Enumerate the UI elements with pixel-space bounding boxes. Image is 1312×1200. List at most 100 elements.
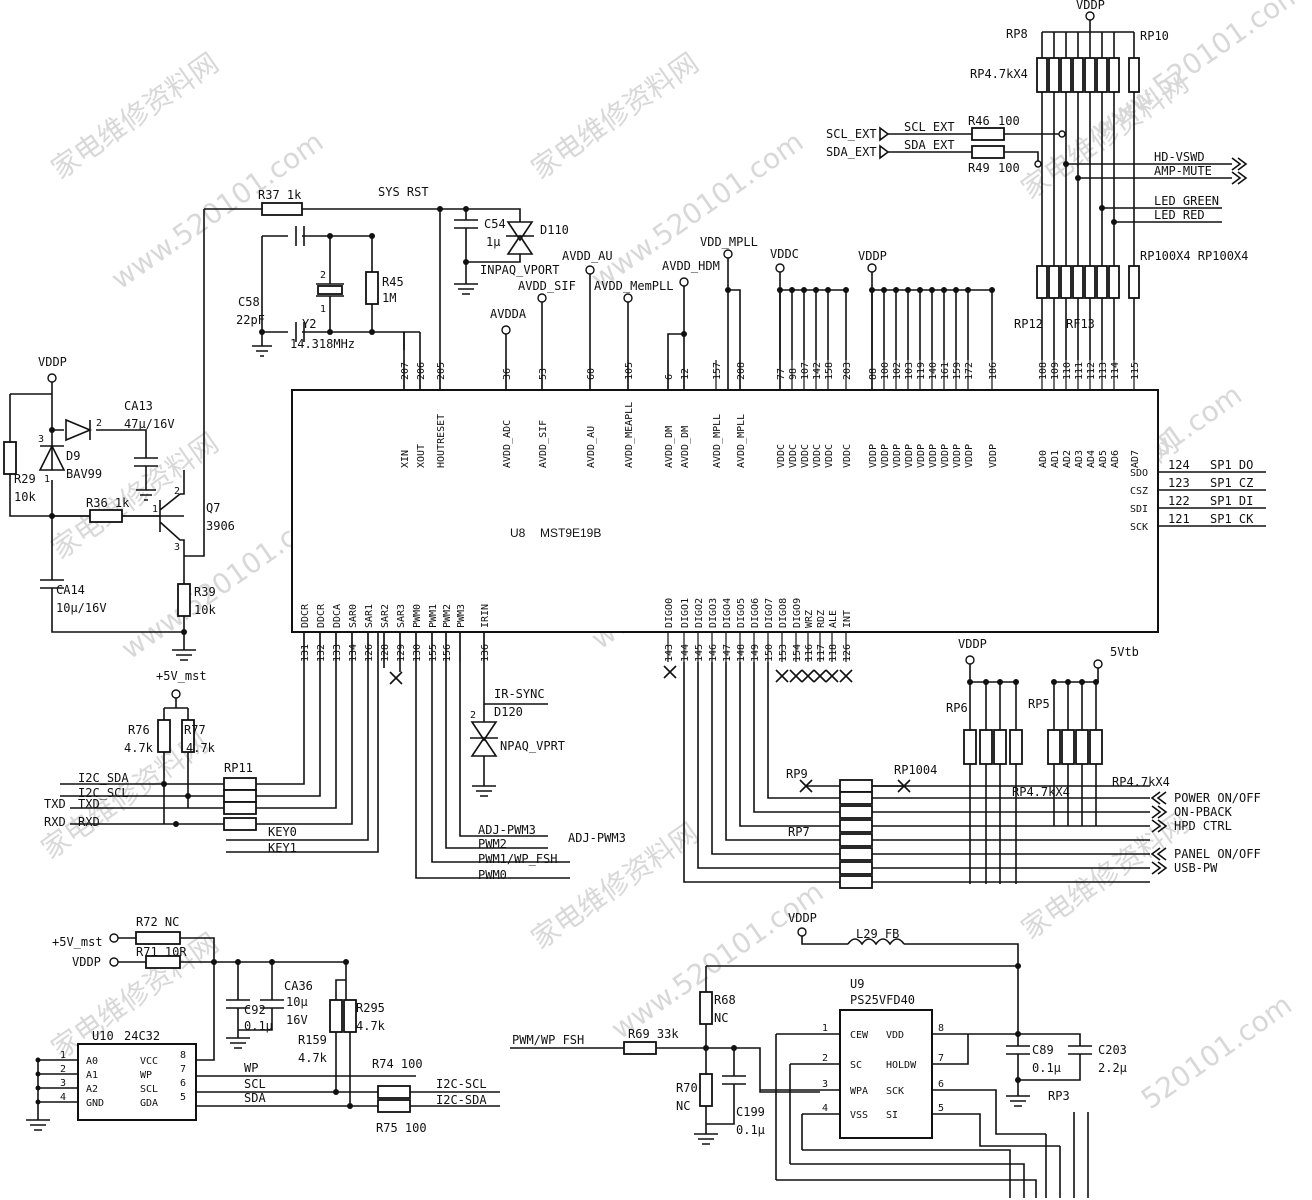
pin-name: AD2 (1062, 450, 1073, 468)
pwm2-label: PWM2 (478, 837, 507, 851)
resistor-r74 (377, 1085, 411, 1099)
pin-name: SC (850, 1060, 862, 1071)
pin-number: 186 (988, 362, 999, 380)
r49-value: 100 (998, 161, 1020, 175)
no-connect-icon (663, 665, 677, 679)
ca36-label: CA36 (284, 979, 313, 993)
rp5-array (1047, 679, 1103, 826)
pin-name: SI (886, 1110, 898, 1121)
c203-label: C203 (1098, 1043, 1127, 1057)
pin-number: 145 (694, 644, 705, 662)
pin-name: DIGO1 (680, 598, 691, 628)
r70-label: R70 (676, 1081, 698, 1095)
pin-name: DIGO4 (722, 598, 733, 628)
i2c-scl-eeprom: I2C-SCL (436, 1077, 487, 1091)
resistor-r159 (329, 999, 343, 1033)
l29-label: L29 FB (856, 927, 899, 941)
y2-value: 14.318MHz (290, 337, 355, 351)
pin-number: 136 (480, 644, 491, 662)
d9-pin2: 2 (96, 418, 102, 429)
pin-number: 8 (938, 1023, 944, 1034)
pin-name: GND (86, 1098, 104, 1109)
rp6-element (979, 729, 993, 765)
junction (1065, 679, 1071, 685)
pin-number: 133 (332, 644, 343, 662)
net-output-label: AMP-MUTE (1154, 164, 1212, 178)
no-connect-icon (389, 671, 403, 685)
ca14-value: 10μ/16V (56, 601, 107, 615)
rp11-label: RP11 (224, 761, 253, 775)
junction (965, 287, 971, 293)
digo-line (725, 662, 840, 841)
diode-d9-a (65, 418, 93, 442)
address-pullups: VDDP RP8 RP10 RP4.7kX4 SCL_EXT SDA_EXT S… (826, 0, 1248, 360)
pin-number: 208 (736, 362, 747, 380)
c92-label: C92 (244, 1003, 266, 1017)
net-label: SP1_CK (1210, 512, 1254, 526)
pin-number: 129 (396, 644, 407, 662)
pin-name: DDCR (300, 603, 311, 628)
ic-part: MST9E19B (540, 526, 601, 540)
avdd-mempll-label: AVDD_MemPLL (594, 279, 673, 293)
rp-bottom-element (1096, 265, 1108, 299)
d120-value: NPAQ_VPRT (500, 739, 565, 753)
d9-pin1: 1 (44, 474, 50, 485)
analog-rails: AVDDA AVDD_SIF AVDD_AU AVDD_MemPLL AVDD_… (490, 235, 995, 390)
rp10-label: RP10 (1140, 29, 1169, 43)
u10-part: 24C32 (124, 1029, 160, 1043)
no-connect-icon (801, 669, 815, 683)
resistor-r75 (377, 1099, 411, 1113)
pin-number: 113 (1098, 362, 1109, 380)
rp5-value: RP4.7kX4 (1012, 785, 1070, 799)
junction (813, 287, 819, 293)
junction (1051, 679, 1057, 685)
ca13-value: 47μ/16V (124, 417, 175, 431)
reset-circuit: R37 1k SYS RST VDDP R29 10k 2 3 1 D9 BAV… (3, 185, 443, 661)
no-connect-icon (839, 669, 853, 683)
r36-label: R36 1k (86, 496, 130, 510)
pin-number: 142 (812, 362, 823, 380)
pin-name: A1 (86, 1070, 98, 1081)
pin-name: DIGO2 (694, 598, 705, 628)
pin-number: 2 (60, 1064, 66, 1075)
r69-label: R69 33k (628, 1027, 679, 1041)
rp-bottom-element (1084, 265, 1096, 299)
junction (1099, 205, 1105, 211)
rp6-array (963, 679, 1023, 884)
vddp-flash-label: VDDP (788, 911, 817, 925)
junction (929, 287, 935, 293)
pin-number: 153 (778, 644, 789, 662)
pin-name: GDA (140, 1098, 158, 1109)
ca36-voltage: 16V (286, 1013, 308, 1027)
ca36-value: 10μ (286, 995, 308, 1009)
junction (789, 287, 795, 293)
vddp-bus-label: VDDP (858, 249, 887, 263)
pin-name: PWM3 (456, 604, 467, 628)
diode-d9-b (38, 444, 66, 471)
resistor-r39 (177, 583, 191, 617)
5vtb-label: 5Vtb (1110, 645, 1139, 659)
r77-value: 4.7k (186, 741, 216, 755)
top-pin-group: 207XIN206XOUT205HOUTRESET36AVDD_ADC53AVD… (400, 360, 1141, 468)
rp7-element (839, 847, 873, 861)
rp7-label: RP7 (788, 825, 810, 839)
rp12-label: RP12 (1014, 317, 1043, 331)
junction (1015, 1031, 1021, 1037)
pin-name: CSZ (1130, 486, 1148, 497)
pin-number: 6 (180, 1078, 186, 1089)
pin-name: AD0 (1038, 450, 1049, 468)
junction (869, 287, 875, 293)
net-output-label: LED GREEN (1154, 194, 1219, 208)
rp7-element (839, 779, 873, 793)
digo-line (767, 662, 840, 799)
pin-number: 98 (788, 368, 799, 380)
c54-value: 1μ (486, 235, 500, 249)
ca14-label: CA14 (56, 583, 85, 597)
pin-number: 109 (1050, 362, 1061, 380)
txd-out-label: TXD (44, 797, 66, 811)
pin-name: WRZ (804, 610, 815, 628)
q7-value: 3906 (206, 519, 235, 533)
pin-name: AVDD_DM (680, 426, 691, 468)
